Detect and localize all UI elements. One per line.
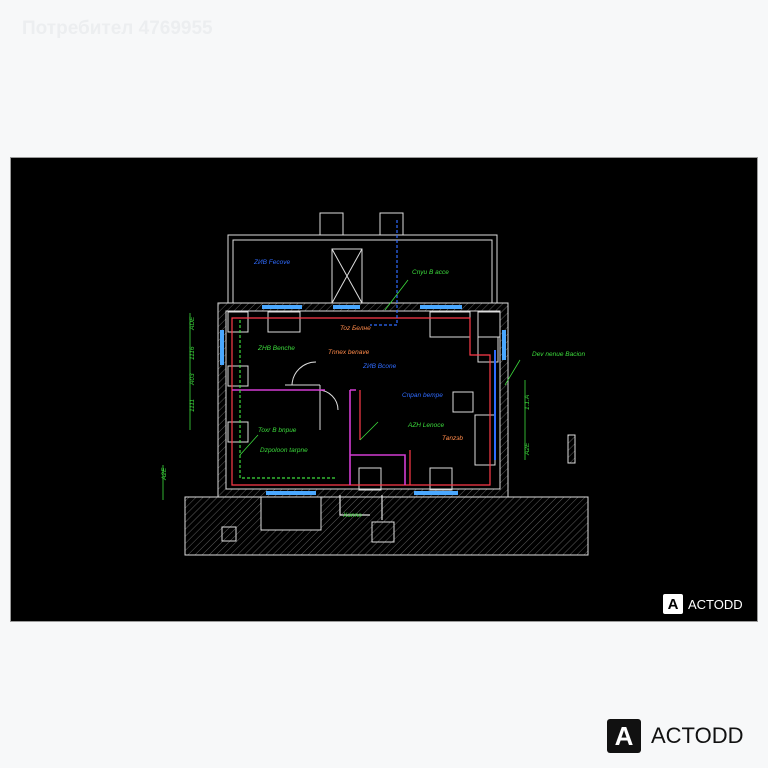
windows	[220, 305, 506, 495]
brand-name: ACTODD	[651, 723, 744, 748]
dimension-labels: ADE 1116 A03 1111 A2E 1.1.A A2E	[161, 316, 531, 481]
label-1: ZИB Fecove	[253, 259, 290, 266]
dim-2: 1116	[189, 346, 196, 360]
dim-7: A2E	[524, 442, 531, 456]
label-6: ZИB Bcone	[362, 363, 397, 370]
label-10: Tвnzэb	[442, 435, 463, 442]
dim-5: A2E	[161, 467, 168, 481]
brand-logo-small: A ACTODD	[663, 594, 743, 614]
label-8: Dev nenue Bacion	[532, 351, 586, 358]
dim-1: ADE	[189, 316, 196, 331]
label-12: Dzpoloon tarpne	[260, 447, 308, 454]
dim-3: A03	[189, 373, 196, 386]
logo-mark-icon: A	[607, 719, 641, 753]
dim-6: 1.1.A	[524, 395, 531, 410]
leaders	[162, 279, 526, 500]
logo-mark-icon: A	[663, 594, 683, 614]
room-labels: ZИB Fecove Cnyu B acce Toz Бeлнe ZHB Ben…	[253, 259, 586, 519]
dim-4: 1111	[189, 399, 196, 412]
services	[231, 220, 496, 520]
label-11: Toxr B bnpue	[258, 427, 297, 434]
label-2: Cnyu B acce	[412, 269, 449, 276]
brand-logo-large: A ACTODD	[607, 719, 744, 753]
label-5: Tnnex benave	[328, 349, 370, 356]
label-13: Xunno	[342, 512, 362, 519]
brand-name: ACTODD	[688, 596, 743, 612]
label-7: Cnpan bempe	[402, 392, 443, 399]
label-3: Toz Бeлнe	[340, 325, 371, 332]
label-9: AZH Lenoce	[407, 422, 445, 429]
label-4: ZHB Benche	[257, 345, 295, 352]
structure	[184, 212, 589, 556]
watermark: Потребител 4769955	[22, 18, 213, 39]
